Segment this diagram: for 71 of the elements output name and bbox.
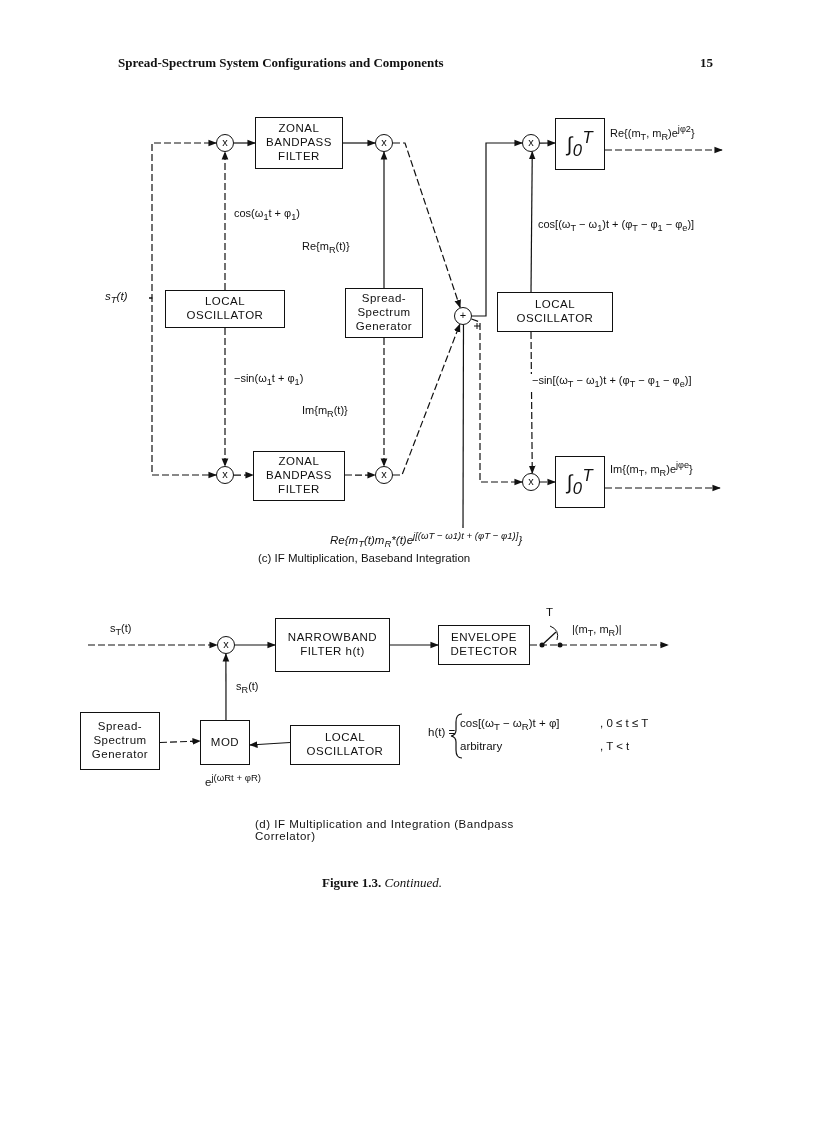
edge-label: Re{(m$_{T}$, m$_{R}$)e$^{jφ2}$} (608, 124, 697, 142)
arrow (249, 741, 291, 748)
formula-text: , 0 ≤ t ≤ T (600, 717, 649, 729)
arrow (604, 484, 721, 492)
multiplier-circle: x (375, 466, 393, 484)
arrow (233, 471, 254, 479)
arrow (539, 478, 556, 486)
multiplier-circle: x (522, 473, 540, 491)
arrow (539, 139, 556, 147)
arrow (221, 151, 229, 291)
arrow (528, 331, 536, 474)
arrow (529, 641, 669, 649)
edge-label: Re{m$_{R}$(t)} (300, 240, 352, 256)
block-box: LOCAL OSCILLATOR (497, 292, 613, 332)
arrow (233, 139, 256, 147)
multiplier-circle: x (216, 466, 234, 484)
formula-text: e$^{j(ωRt + φR)}$ (205, 772, 261, 788)
arrow (604, 146, 723, 154)
summing-circle: + (454, 307, 472, 325)
page-number: 15 (700, 55, 713, 71)
edge-label: cos(ω$_{1}$t + φ$_{1}$) (232, 207, 302, 223)
multiplier-circle: x (216, 134, 234, 152)
block-box: LOCAL OSCILLATOR (290, 725, 400, 765)
formula-text: T (546, 606, 554, 618)
arrow (87, 641, 218, 649)
arrow (471, 139, 523, 317)
edge-label: |(m$_{T}$, m$_{R}$)| (570, 623, 624, 639)
multiplier-circle: x (217, 636, 235, 654)
block-box: ZONAL BANDPASS FILTER (253, 451, 345, 501)
arrow (380, 151, 388, 289)
figure-caption: (d) IF Multiplication and Integration (Bandpass Correlator) (255, 818, 515, 842)
leader-line (462, 324, 465, 529)
edge-label: s$_{T}$(t) (108, 622, 134, 638)
arrow (389, 641, 439, 649)
arrow (159, 737, 201, 745)
formula-text: cos[(ω$_{T}$ − ω$_{R}$)t + φ] (460, 717, 560, 733)
block-box: ZONAL BANDPASS FILTER (255, 117, 343, 169)
arrow (344, 471, 376, 479)
figure-caption: Figure 1.3. Continued. (322, 875, 442, 891)
edge-label: Im{(m$_{T}$, m$_{R}$)e$^{jφe}$} (608, 460, 695, 478)
page-header: Spread-Spectrum System Configurations and Components (118, 55, 444, 71)
arrow (392, 142, 461, 309)
arrow (221, 327, 229, 467)
block-box: Spread-Spectrum Generator (80, 712, 160, 770)
edge-label: cos[(ω$_{T}$ − ω$_{1}$)t + (φ$_{T}$ − φ$_{1}$ − φ$_{e}$)] (536, 218, 697, 234)
arrow (380, 337, 388, 467)
multiplier-circle: x (375, 134, 393, 152)
block-box: MOD (200, 720, 250, 765)
arrow (528, 151, 536, 293)
signal-label: s$_{T}$(t) (105, 289, 149, 307)
formula-text: (c) IF Multiplication, Baseband Integration (258, 552, 471, 564)
block-box: LOCAL OSCILLATOR (165, 290, 285, 328)
arrow (148, 297, 217, 479)
block-box: ENVELOPE DETECTOR (438, 625, 530, 665)
arrow (234, 641, 276, 649)
multiplier-circle: x (522, 134, 540, 152)
edge-label: −sin(ω$_{1}$t + φ$_{1}$) (232, 372, 306, 388)
formula-text: , T < t (600, 740, 630, 752)
arrow (222, 653, 230, 721)
block-box: NARROWBAND FILTER h(t) (275, 618, 390, 672)
signal-label: Re{m$_{T}$(t)m$_{R}$*(t)e$^{j[(ωT − ω1)t + (φT − φ1)]}$} (330, 528, 620, 552)
formula-text: arbitrary (460, 740, 503, 752)
arrow (342, 139, 376, 147)
edge-label: s$_{R}$(t) (234, 680, 261, 696)
edge-label: −sin[(ω$_{T}$ − ω$_{1}$)t + (φ$_{T}$ − φ$_{1}$ − φ$_{e}$)] (530, 374, 694, 390)
edge-label: Im{m$_{R}$(t)} (300, 404, 350, 420)
arrow (148, 139, 217, 299)
formula-text: h(t) = (428, 726, 456, 738)
arrow (392, 323, 461, 476)
arrow (470, 318, 523, 486)
block-box: Spread-Spectrum Generator (345, 288, 423, 338)
